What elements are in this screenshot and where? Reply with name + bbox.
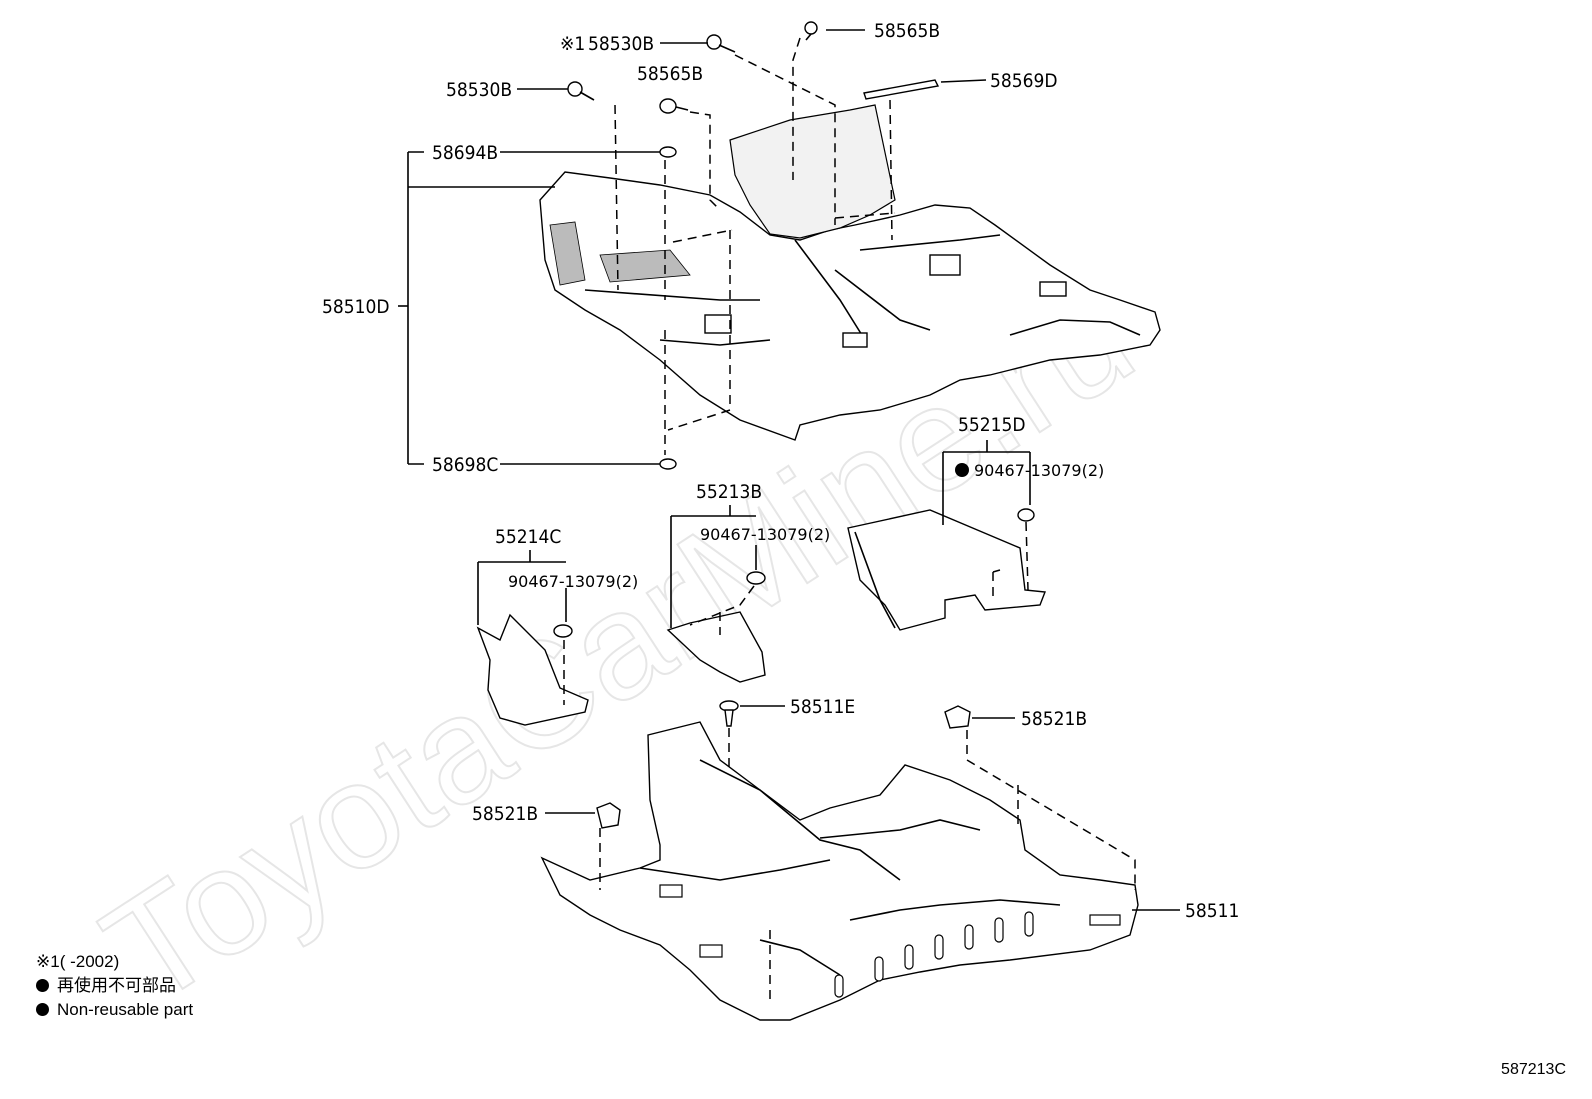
label-58511E: 58511E (790, 696, 855, 718)
label-55215D: 55215D (958, 414, 1026, 436)
note-applicability: ※1( -2002) (36, 950, 193, 974)
grommet-58694B (659, 146, 677, 158)
diagram-code: 587213C (1501, 1061, 1566, 1078)
retainer-58569D (863, 79, 940, 100)
non-reusable-dot-icon (36, 979, 49, 992)
note-range: ( -2002) (59, 952, 120, 971)
note-non-reusable-en: Non-reusable part (36, 998, 193, 1022)
panel-55213B (666, 505, 766, 683)
note-jp-text: 再使用不可部品 (57, 976, 176, 995)
note-mark: ※1 (36, 952, 60, 971)
note-non-reusable-jp: 再使用不可部品 (36, 974, 193, 998)
label-58565B-upper: 58565B (874, 20, 940, 42)
label-58565B-lower: 58565B (637, 63, 703, 85)
panel-55214C (476, 550, 589, 726)
label-58510D: 58510D (322, 296, 390, 318)
label-58530B-lower: 58530B (446, 79, 512, 101)
label-55214C-fastener: 90467-13079(2) (508, 572, 638, 591)
label-58694B: 58694B (432, 142, 498, 164)
label-55214C: 55214C (495, 526, 561, 548)
label-58511: 58511 (1185, 900, 1239, 922)
label-58521B-right: 58521B (1021, 708, 1087, 730)
legend-notes: ※1( -2002) 再使用不可部品 Non-reusable part (36, 950, 193, 1022)
label-58521B-left: 58521B (472, 803, 538, 825)
note-en-text: Non-reusable part (57, 1000, 194, 1019)
clip-58521B-a (944, 705, 971, 729)
non-reusable-dot-icon (36, 1003, 49, 1016)
clip-58511E (719, 700, 739, 727)
panel-55215D (847, 440, 1046, 631)
note-mark-58530B: ※1 (560, 33, 585, 55)
label-58530B-upper: 58530B (588, 33, 654, 55)
clip-58565B-b (659, 98, 689, 114)
grommet-58698C (659, 458, 677, 470)
clip-58521B-b (596, 802, 621, 829)
carpet-58511 (540, 721, 1139, 1021)
carpet-58510D (539, 104, 1161, 441)
label-55215D-fastener: 90467-13079(2) (974, 461, 1104, 480)
non-reusable-dot (955, 463, 969, 477)
label-55213B: 55213B (696, 481, 762, 503)
label-58569D: 58569D (990, 70, 1058, 92)
label-55213B-fastener: 90467-13079(2) (700, 525, 830, 544)
clip-58565B-a (804, 21, 818, 41)
screw-58530B-a (567, 81, 595, 101)
screw-58530B-b (706, 34, 736, 53)
label-58698C: 58698C (432, 454, 498, 476)
